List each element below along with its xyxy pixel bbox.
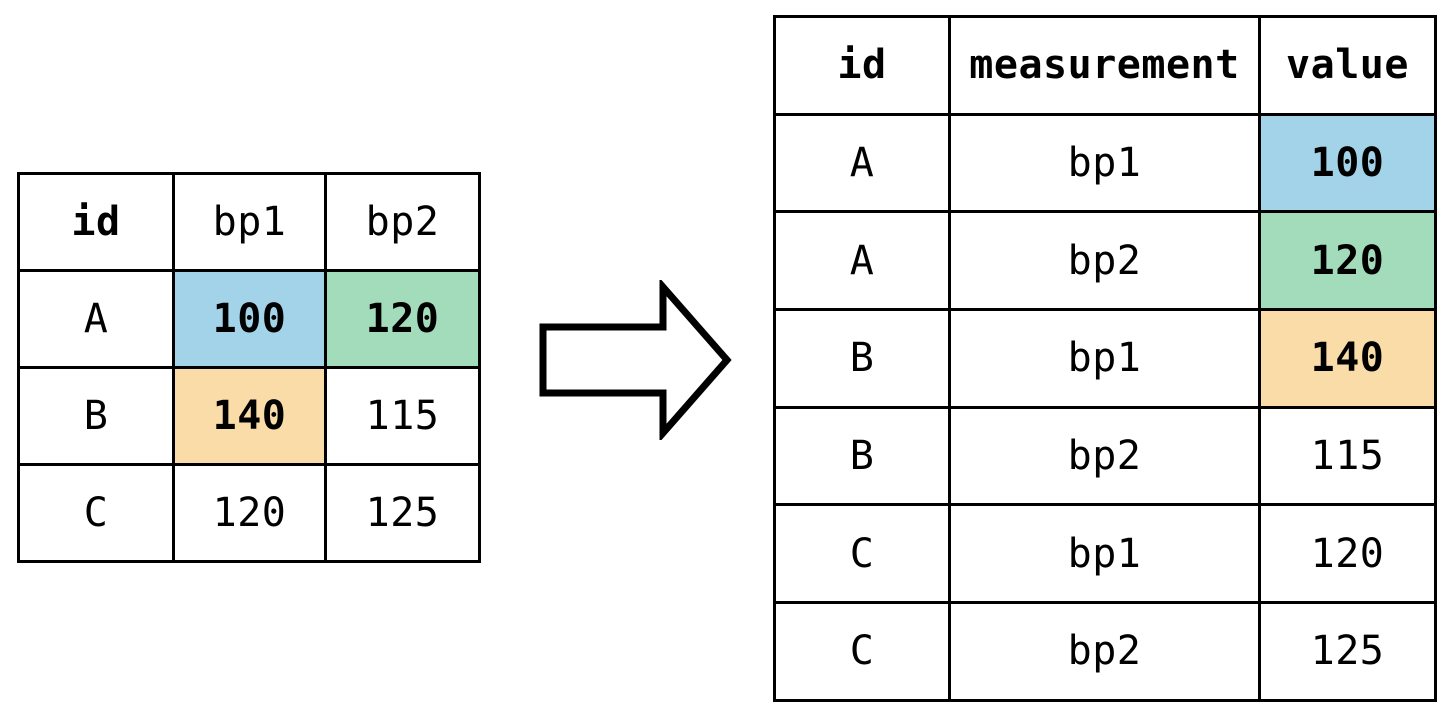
long-cell-meas: bp2	[948, 210, 1261, 312]
wide-header-id: id	[17, 172, 175, 272]
long-header-id: id	[773, 15, 951, 116]
arrow-shape	[539, 280, 732, 440]
table-header-row: id measurement value	[773, 15, 1437, 116]
wide-cell-id-a: A	[17, 269, 175, 369]
wide-cell-b-bp2: 115	[324, 366, 481, 466]
table-row: B 140 115	[17, 366, 481, 466]
long-cell-meas: bp1	[948, 112, 1261, 214]
long-cell-value: 120	[1258, 503, 1437, 605]
wide-header-bp1: bp1	[172, 172, 327, 272]
wide-cell-c-bp2: 125	[324, 463, 481, 563]
long-cell-value: 115	[1258, 405, 1437, 507]
table-row: B bp2 115	[773, 405, 1437, 507]
long-cell-id: C	[773, 601, 951, 702]
long-cell-meas: bp1	[948, 503, 1261, 605]
long-cell-meas: bp2	[948, 601, 1261, 702]
long-cell-id: A	[773, 112, 951, 214]
wide-cell-c-bp1: 120	[172, 463, 327, 563]
long-cell-value: 140	[1258, 308, 1437, 409]
wide-cell-b-bp1: 140	[172, 366, 327, 466]
table-row: C bp1 120	[773, 503, 1437, 605]
table-row: A bp2 120	[773, 210, 1437, 312]
table-row: C 120 125	[17, 463, 481, 563]
long-cell-id: A	[773, 210, 951, 312]
wide-cell-a-bp1: 100	[172, 269, 327, 369]
long-header-measurement: measurement	[948, 15, 1261, 116]
long-cell-id: C	[773, 503, 951, 605]
long-cell-meas: bp1	[948, 308, 1261, 409]
table-header-row: id bp1 bp2	[17, 172, 481, 272]
long-cell-id: B	[773, 308, 951, 409]
table-row: A 100 120	[17, 269, 481, 369]
long-cell-value: 120	[1258, 210, 1437, 312]
table-row: B bp1 140	[773, 308, 1437, 409]
table-row: C bp2 125	[773, 601, 1437, 702]
arrow-right-icon	[539, 280, 732, 440]
long-header-value: value	[1258, 15, 1437, 116]
wide-header-bp2: bp2	[324, 172, 481, 272]
long-cell-id: B	[773, 405, 951, 507]
long-cell-value: 100	[1258, 112, 1437, 214]
wide-cell-id-c: C	[17, 463, 175, 563]
wide-cell-id-b: B	[17, 366, 175, 466]
wide-format-table: id bp1 bp2 A 100 120 B 140 115 C 120 125	[17, 172, 481, 563]
long-cell-meas: bp2	[948, 405, 1261, 507]
table-row: A bp1 100	[773, 112, 1437, 214]
wide-cell-a-bp2: 120	[324, 269, 481, 369]
long-format-table: id measurement value A bp1 100 A bp2 120…	[773, 15, 1437, 702]
long-cell-value: 125	[1258, 601, 1437, 702]
